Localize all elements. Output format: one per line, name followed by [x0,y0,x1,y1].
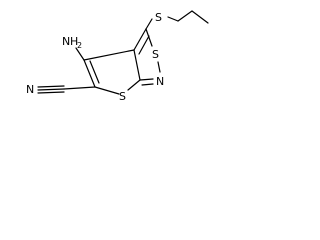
bond-n-c6 [139,78,154,81]
bond-c3a-c3 [133,28,147,51]
bond-c6-c3a [133,49,141,81]
bond-c5-s-thiophene [94,86,120,95]
amine-subscript-label: 2 [77,41,82,50]
amine-n-label: N [62,35,70,48]
thiophene-s-label: S [119,90,126,103]
bond-c3-s-thiazole [145,28,153,47]
bond-cn-triple-1 [37,85,65,88]
thioether-s-label: S [155,11,162,24]
bond-c4-nh2 [75,47,85,61]
bond-c3a-c3-double [138,35,150,55]
structure-canvas: N H 2 N S S N S [0,0,215,118]
bond-s-thiophene-c6 [127,79,141,91]
bond-s-thiazole-n [157,61,161,73]
molecule-diagram: N H 2 N S S N S [26,10,209,103]
nitrile-n-label: N [26,83,34,96]
bond-ch2-ch2 [177,10,193,22]
bond-c3a-c4 [83,49,135,61]
bond-n-c6-double [141,83,154,86]
bond-cn-triple-2 [37,88,65,91]
bond-c3-s-thioether [145,18,153,30]
bond-c4-c5 [83,59,96,88]
bond-cn-triple-3 [37,91,65,94]
bond-s-thioether-ch2 [167,16,179,22]
bond-c4-c5-double [89,60,100,84]
thiazole-s-label: S [152,48,159,61]
thiazole-n-label: N [156,75,164,88]
bond-c5-cn [63,86,96,90]
bond-ch2-ch3 [191,10,209,24]
amine-h-label: H [70,35,78,48]
